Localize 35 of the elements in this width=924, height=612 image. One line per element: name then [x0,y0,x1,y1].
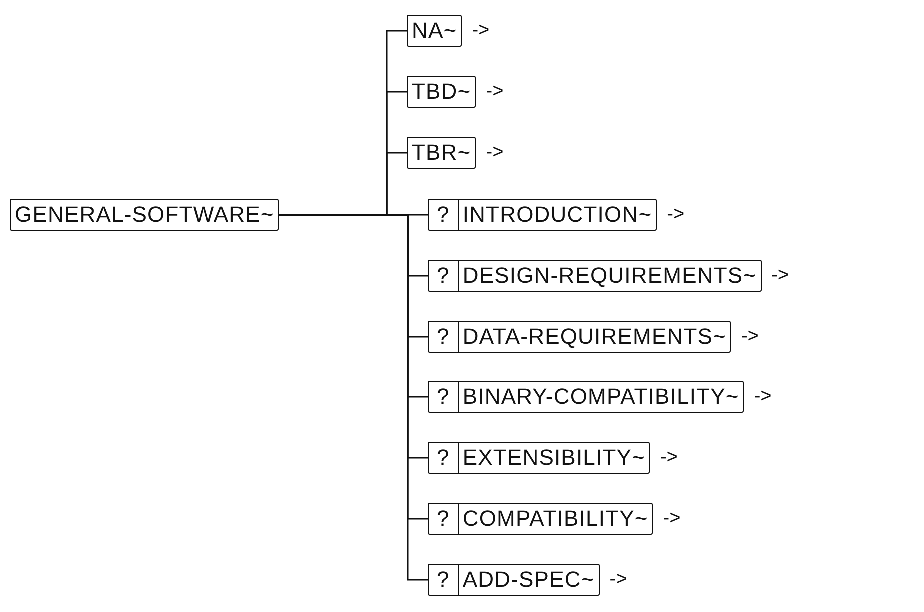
arrow-text: -> [741,325,759,349]
node-label: DATA-REQUIREMENTS~ [462,323,728,351]
checkbox-label-box [428,260,762,292]
question-mark: ? [429,322,459,352]
arrow-text: -> [772,264,790,288]
arrow-text: -> [660,446,678,470]
checkbox-label-box [428,199,658,231]
arrow-text: -> [610,568,628,592]
checkbox-label-box [428,442,650,474]
question-mark: ? [429,565,459,595]
checkbox-label-box [428,503,654,535]
node-label: NA~ [411,17,458,45]
arrow-text: -> [486,80,504,104]
node-label: TBD~ [411,78,472,106]
arrow-text: -> [663,507,681,531]
question-mark: ? [429,443,459,473]
arrow-text: -> [754,385,772,409]
checkbox-label-box [428,564,600,596]
question-mark: ? [429,261,459,291]
question-mark: ? [429,382,459,412]
node-label: GENERAL-SOFTWARE~ [14,201,276,229]
node-label: COMPATIBILITY~ [462,505,650,533]
checkbox-label-box [428,321,732,353]
node-label: BINARY-COMPATIBILITY~ [462,383,740,411]
node-label: INTRODUCTION~ [462,201,654,229]
arrow-text: -> [472,19,490,43]
arrow-text: -> [667,203,685,227]
question-mark: ? [429,200,459,230]
question-mark: ? [429,504,459,534]
node-label: DESIGN-REQUIREMENTS~ [462,262,758,290]
node-label: EXTENSIBILITY~ [462,444,646,472]
node-label: TBR~ [411,139,472,167]
arrow-text: -> [486,141,504,165]
checkbox-label-box [428,381,744,413]
node-label: ADD-SPEC~ [462,566,596,594]
